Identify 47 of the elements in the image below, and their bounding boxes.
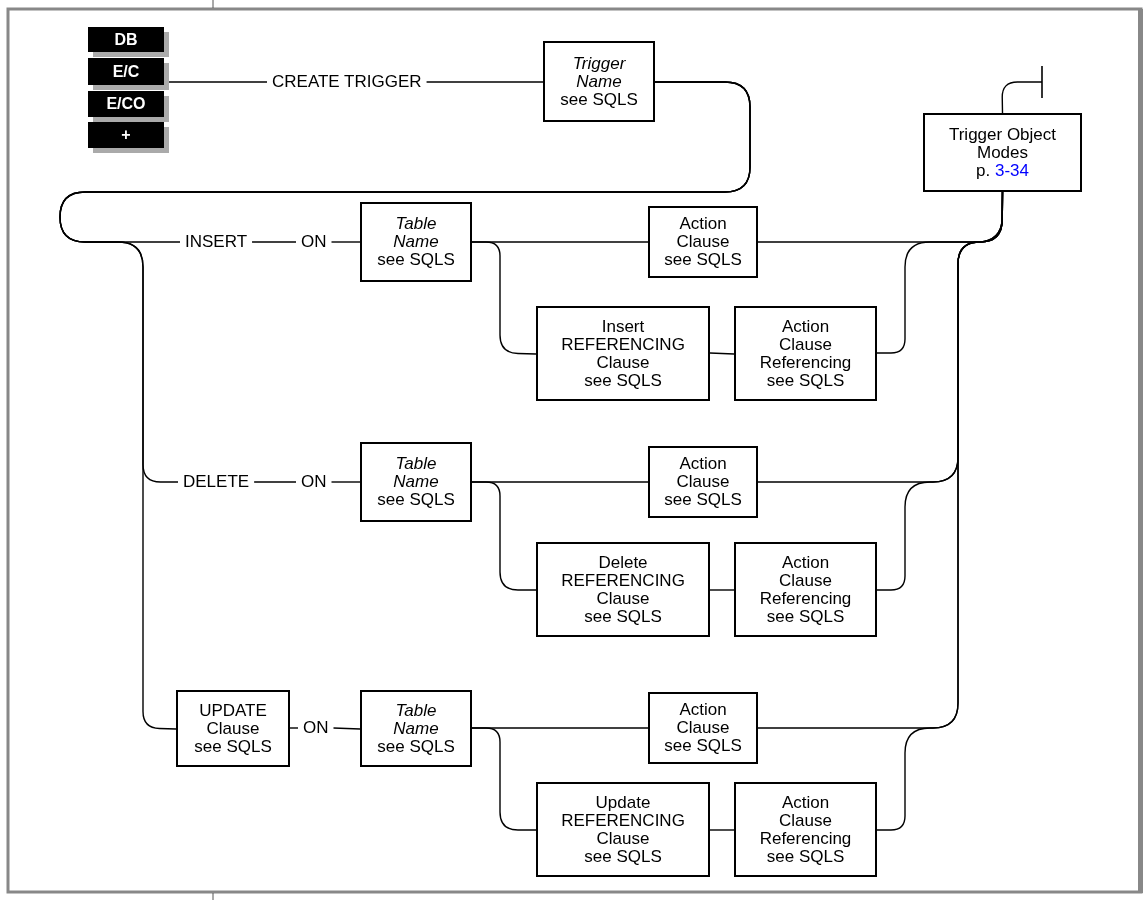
railroad-line	[253, 481, 297, 483]
syntax-box	[176, 690, 290, 767]
box-label: p.	[976, 160, 991, 180]
syntax-box	[536, 782, 710, 877]
syntax-box	[648, 446, 758, 518]
railroad-line	[330, 481, 361, 483]
box-label: see SQLS	[560, 90, 638, 109]
railroad-line	[471, 241, 537, 355]
syntax-box	[734, 306, 877, 401]
box-label: see SQLS	[377, 251, 455, 269]
syntax-box	[648, 692, 758, 764]
syntax-box	[536, 542, 710, 637]
syntax-box	[360, 690, 472, 767]
box-label: see SQLS	[194, 737, 272, 756]
box-label: see SQLS	[664, 737, 742, 755]
box-label: see SQLS	[377, 737, 455, 756]
box-label: see SQLS	[766, 371, 845, 390]
box-label: see SQLS	[584, 847, 662, 866]
railroad-line	[876, 191, 1004, 831]
syntax-box	[536, 306, 710, 401]
railroad-line	[251, 241, 297, 243]
railroad-line	[59, 81, 751, 730]
railroad-line	[471, 481, 537, 591]
syntax-box	[648, 206, 758, 278]
railroad-line	[709, 589, 735, 591]
railroad-line	[709, 829, 735, 831]
syntax-box	[543, 41, 655, 122]
box-label: see SQLS	[664, 491, 742, 509]
box-label: see SQLS	[584, 607, 662, 626]
railroad-line	[1001, 65, 1043, 114]
syntax-box	[734, 782, 877, 877]
box-label: see SQLS	[664, 251, 742, 269]
syntax-box	[923, 113, 1082, 192]
syntax-box	[734, 542, 877, 637]
box-label: see SQLS	[584, 371, 662, 390]
railroad-line	[289, 727, 299, 729]
syntax-box	[360, 442, 472, 522]
page-link: 3-34	[994, 160, 1029, 180]
box-label: see SQLS	[766, 607, 845, 626]
railroad-line	[332, 727, 361, 730]
syntax-box	[360, 202, 472, 282]
railroad-line	[471, 727, 537, 831]
box-label: see SQLS	[377, 491, 455, 509]
railroad-line	[330, 241, 361, 243]
box-label: see SQLS	[766, 847, 845, 866]
railroad-line	[425, 81, 544, 83]
railroad-line	[709, 352, 735, 355]
